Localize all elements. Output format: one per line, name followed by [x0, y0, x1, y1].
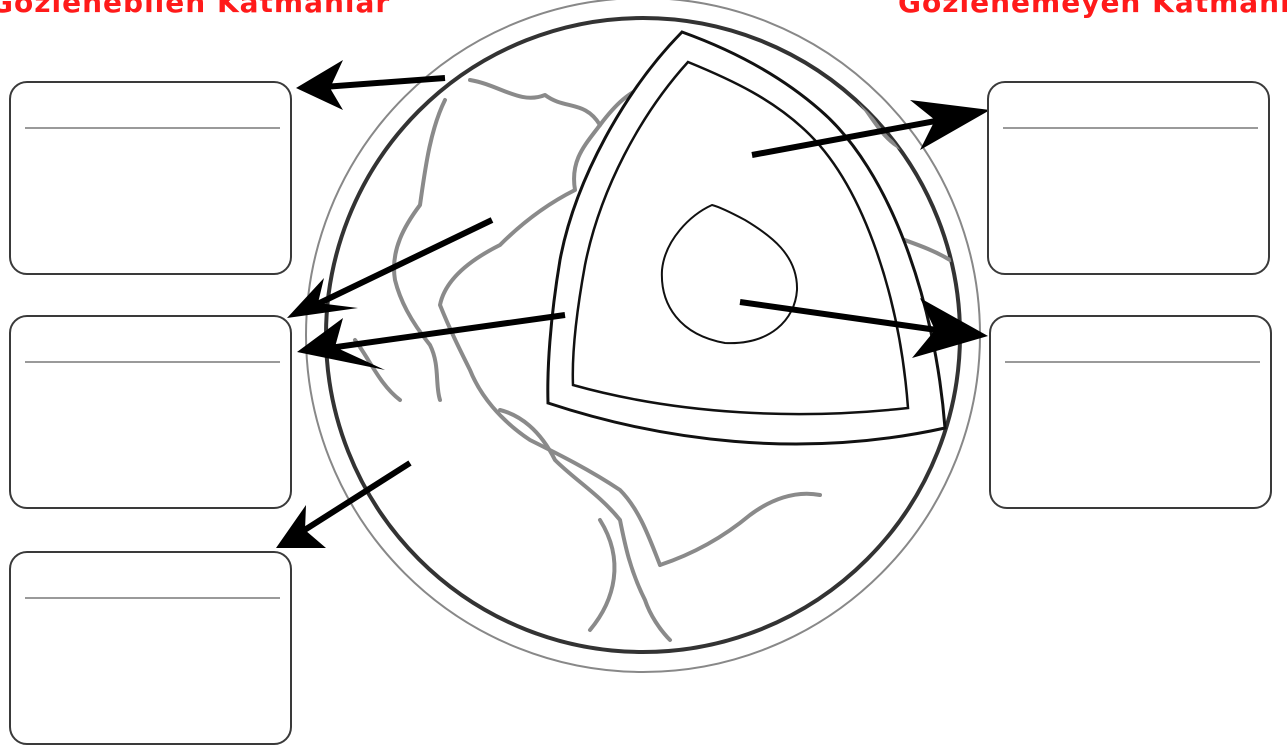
answer-line [25, 361, 280, 363]
left-answer-box-3[interactable] [9, 551, 292, 745]
right-answer-box-2[interactable] [989, 315, 1272, 509]
answer-line [25, 597, 280, 599]
left-answer-box-1[interactable] [9, 81, 292, 275]
right-answer-box-1[interactable] [987, 81, 1270, 275]
answer-line [1005, 361, 1260, 363]
answer-line [25, 127, 280, 129]
answer-line [1003, 127, 1258, 129]
left-answer-box-2[interactable] [9, 315, 292, 509]
